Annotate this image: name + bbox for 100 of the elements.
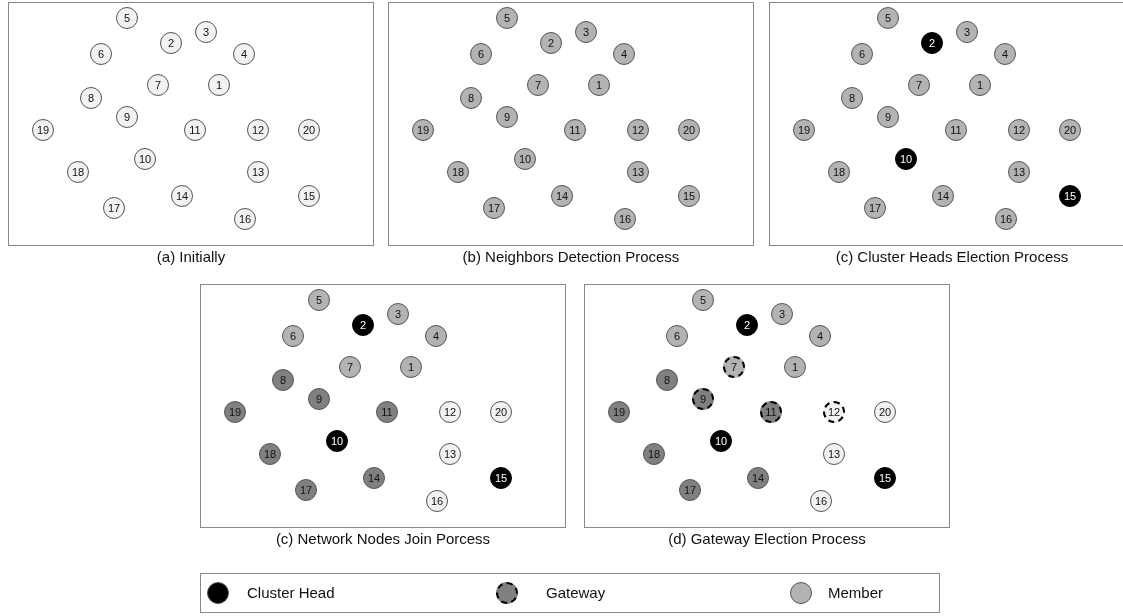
sensor-node-circle: 5 bbox=[877, 7, 899, 29]
sensor-node-circle: 17 bbox=[295, 479, 317, 501]
sensor-node-circle: 9 bbox=[116, 106, 138, 128]
sensor-node-circle: 14 bbox=[551, 185, 573, 207]
sensor-node-circle: 14 bbox=[747, 467, 769, 489]
sensor-node-circle: 16 bbox=[810, 490, 832, 512]
sensor-node-circle: 3 bbox=[195, 21, 217, 43]
sensor-node-circle: 8 bbox=[80, 87, 102, 109]
sensor-node-circle: 2 bbox=[160, 32, 182, 54]
panel-caption: (a) Initially bbox=[155, 248, 227, 265]
sensor-node-circle: 9 bbox=[496, 106, 518, 128]
panel-caption: (d) Gateway Election Process bbox=[667, 530, 867, 547]
gateway-circle: 11 bbox=[760, 401, 782, 423]
sensor-node-circle: 17 bbox=[483, 197, 505, 219]
sensor-node-circle: 8 bbox=[460, 87, 482, 109]
sensor-node-circle: 13 bbox=[627, 161, 649, 183]
sensor-node-circle: 3 bbox=[387, 303, 409, 325]
sensor-node-circle: 3 bbox=[956, 21, 978, 43]
sensor-node-circle: 8 bbox=[272, 369, 294, 391]
sensor-node-circle: 19 bbox=[793, 119, 815, 141]
sensor-node-circle: 3 bbox=[575, 21, 597, 43]
sensor-node-circle: 6 bbox=[470, 43, 492, 65]
sensor-node-circle: 10 bbox=[134, 148, 156, 170]
sensor-node-circle: 14 bbox=[363, 467, 385, 489]
sensor-node-circle: 7 bbox=[908, 74, 930, 96]
sensor-node-circle: 8 bbox=[841, 87, 863, 109]
panel-caption: (c) Cluster Heads Election Process bbox=[834, 248, 1070, 265]
sensor-node-circle: 16 bbox=[614, 208, 636, 230]
sensor-node-circle: 12 bbox=[247, 119, 269, 141]
sensor-node-circle: 20 bbox=[298, 119, 320, 141]
sensor-node-circle: 20 bbox=[678, 119, 700, 141]
sensor-node-circle: 19 bbox=[608, 401, 630, 423]
sensor-node-circle: 16 bbox=[234, 208, 256, 230]
sensor-node-circle: 4 bbox=[233, 43, 255, 65]
sensor-node-circle: 4 bbox=[613, 43, 635, 65]
sensor-node-circle: 11 bbox=[564, 119, 586, 141]
sensor-node-circle: 9 bbox=[308, 388, 330, 410]
sensor-node-circle: 6 bbox=[666, 325, 688, 347]
legend-label: Gateway bbox=[546, 584, 606, 601]
gateway-circle: 9 bbox=[692, 388, 714, 410]
sensor-node-circle: 20 bbox=[490, 401, 512, 423]
panel-caption: (c) Network Nodes Join Porcess bbox=[274, 530, 492, 547]
cluster-head-circle: 2 bbox=[352, 314, 374, 336]
sensor-node-circle: 15 bbox=[678, 185, 700, 207]
sensor-node-circle: 7 bbox=[527, 74, 549, 96]
sensor-node-circle: 3 bbox=[771, 303, 793, 325]
sensor-node-circle: 5 bbox=[692, 289, 714, 311]
sensor-node-circle: 19 bbox=[412, 119, 434, 141]
sensor-node-circle: 14 bbox=[171, 185, 193, 207]
sensor-node-circle: 7 bbox=[339, 356, 361, 378]
sensor-node-circle: 18 bbox=[643, 443, 665, 465]
sensor-node-circle: 4 bbox=[994, 43, 1016, 65]
cluster-head-circle: 15 bbox=[490, 467, 512, 489]
sensor-node-circle: 7 bbox=[147, 74, 169, 96]
sensor-node-circle: 10 bbox=[514, 148, 536, 170]
sensor-node-circle: 17 bbox=[679, 479, 701, 501]
legend-label: Member bbox=[828, 584, 883, 601]
sensor-node-circle: 15 bbox=[298, 185, 320, 207]
cluster-head-circle: 10 bbox=[326, 430, 348, 452]
sensor-node-circle: 5 bbox=[116, 7, 138, 29]
sensor-node-circle: 12 bbox=[1008, 119, 1030, 141]
gateway-circle: 12 bbox=[823, 401, 845, 423]
sensor-node-circle: 6 bbox=[282, 325, 304, 347]
sensor-node-circle: 18 bbox=[828, 161, 850, 183]
sensor-node-circle: 16 bbox=[426, 490, 448, 512]
cluster-head-circle: 15 bbox=[1059, 185, 1081, 207]
panel-caption: (b) Neighbors Detection Process bbox=[461, 248, 681, 265]
sensor-node-circle: 19 bbox=[224, 401, 246, 423]
sensor-node-circle: 1 bbox=[588, 74, 610, 96]
cluster-head-circle: 15 bbox=[874, 467, 896, 489]
sensor-node-circle: 18 bbox=[447, 161, 469, 183]
sensor-node-circle: 13 bbox=[247, 161, 269, 183]
sensor-node-circle: 1 bbox=[969, 74, 991, 96]
sensor-node-circle: 12 bbox=[627, 119, 649, 141]
sensor-node-circle: 11 bbox=[945, 119, 967, 141]
sensor-node-circle: 2 bbox=[540, 32, 562, 54]
sensor-node-circle: 17 bbox=[864, 197, 886, 219]
sensor-node-circle: 18 bbox=[259, 443, 281, 465]
cluster-head-circle: 2 bbox=[921, 32, 943, 54]
sensor-node-circle: 5 bbox=[496, 7, 518, 29]
sensor-node-circle: 9 bbox=[877, 106, 899, 128]
sensor-node-circle: 6 bbox=[851, 43, 873, 65]
cluster-head-circle: 10 bbox=[895, 148, 917, 170]
cluster-head-circle: 2 bbox=[736, 314, 758, 336]
sensor-node-circle: 13 bbox=[823, 443, 845, 465]
sensor-node-circle: 14 bbox=[932, 185, 954, 207]
sensor-node-circle: 1 bbox=[208, 74, 230, 96]
sensor-node-circle: 12 bbox=[439, 401, 461, 423]
sensor-node-circle: 1 bbox=[400, 356, 422, 378]
legend-label: Cluster Head bbox=[247, 584, 335, 601]
sensor-node-circle: 8 bbox=[656, 369, 678, 391]
sensor-node-circle: 18 bbox=[67, 161, 89, 183]
sensor-node-circle: 20 bbox=[1059, 119, 1081, 141]
sensor-node-circle: 4 bbox=[809, 325, 831, 347]
sensor-node-circle: 20 bbox=[874, 401, 896, 423]
sensor-node-circle: 1 bbox=[784, 356, 806, 378]
sensor-node-circle: 5 bbox=[308, 289, 330, 311]
sensor-node-circle: 17 bbox=[103, 197, 125, 219]
sensor-node-circle: 6 bbox=[90, 43, 112, 65]
sensor-node-circle: 13 bbox=[439, 443, 461, 465]
